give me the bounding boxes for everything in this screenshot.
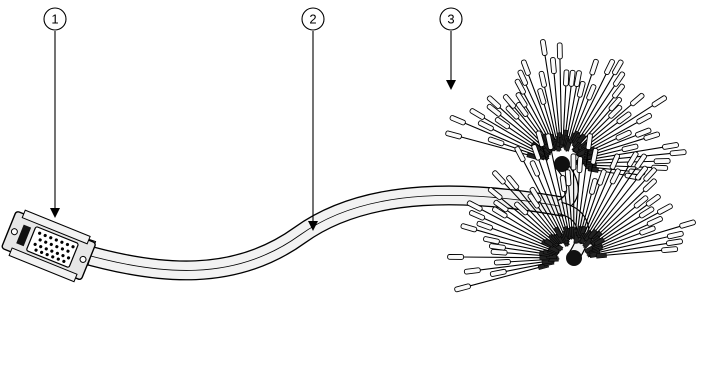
- pigtail-lead: [595, 246, 679, 259]
- callout-1-label: 1: [51, 12, 58, 27]
- cable: [77, 185, 567, 281]
- callout-2: 2: [301, 7, 325, 231]
- d-sub-connector: [1, 209, 96, 283]
- pigtail-lead: [587, 165, 648, 240]
- bundle-clamp: [566, 250, 582, 266]
- breakout-fan-upper: [445, 39, 687, 181]
- breakout-fan-lower: [447, 130, 696, 293]
- pigtail-lead: [556, 42, 565, 149]
- callout-3-label: 3: [447, 12, 454, 27]
- pigtail-lead: [576, 83, 625, 145]
- pigtail-lead: [593, 206, 655, 247]
- connector-pins: [33, 231, 75, 263]
- callout-1: 1: [43, 7, 67, 218]
- callout-1-circle: [43, 7, 67, 31]
- callout-3: 3: [439, 7, 463, 90]
- callout-3-circle: [439, 7, 463, 31]
- pigtail-lead: [550, 57, 563, 144]
- callout-2-label: 2: [309, 12, 316, 27]
- pigtail-lead: [579, 169, 607, 238]
- pigtail-lead: [529, 186, 564, 238]
- callout-2-circle: [301, 7, 325, 31]
- bundle-clamp: [554, 156, 570, 172]
